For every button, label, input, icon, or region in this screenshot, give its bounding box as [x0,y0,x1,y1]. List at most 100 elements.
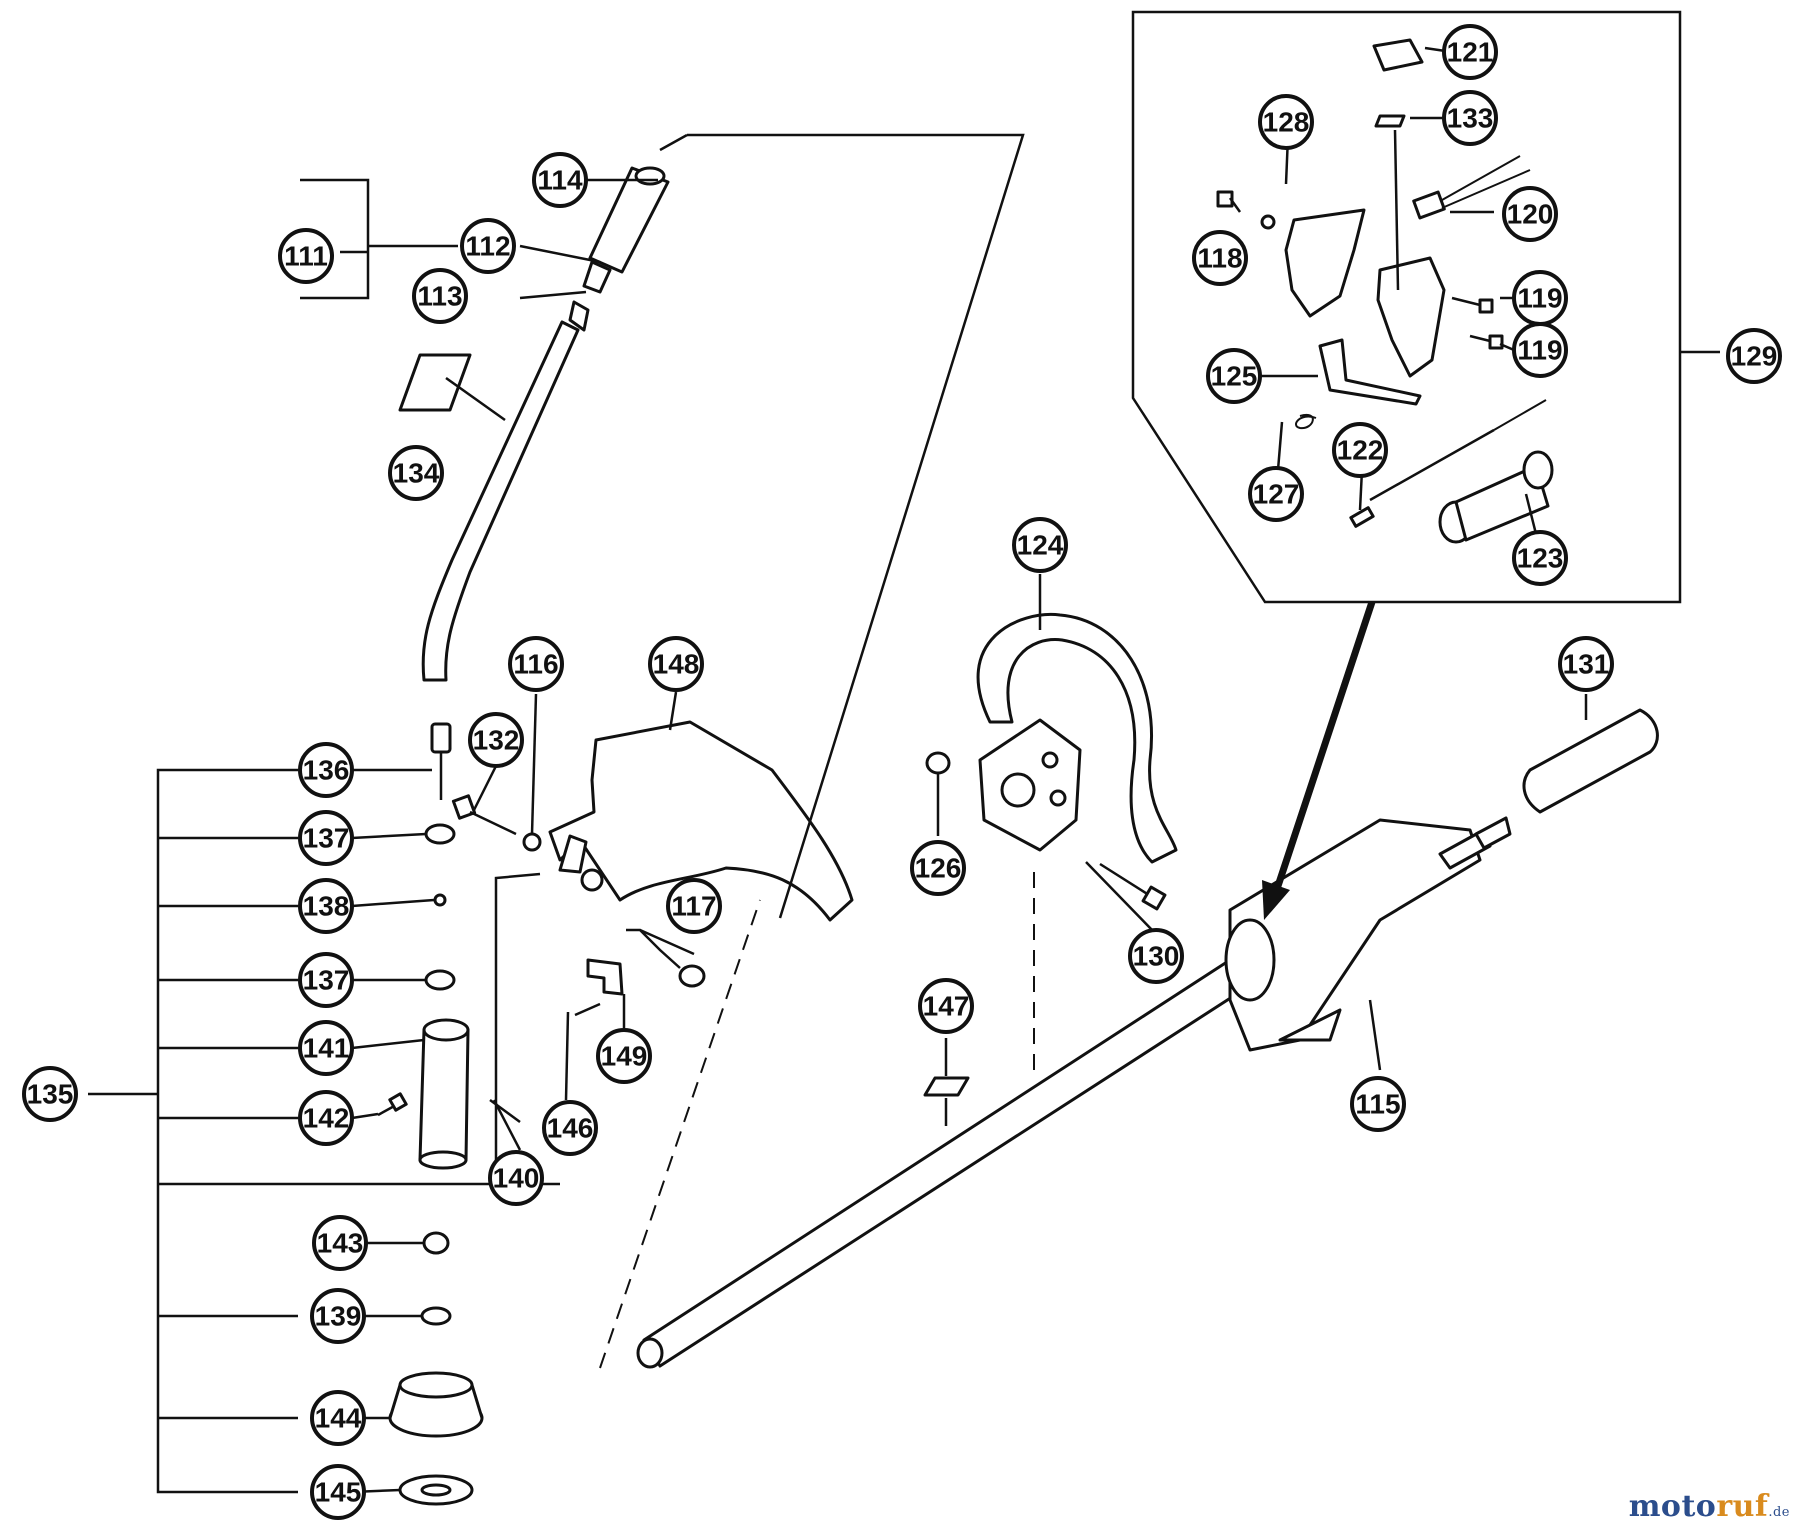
callout-130: 130 [1128,928,1184,984]
contact-plate-part [1374,114,1406,128]
callout-134: 134 [388,445,444,501]
svg-text:138: 138 [303,891,350,922]
callout-147: 147 [918,978,974,1034]
callout-140: 140 [488,1150,544,1206]
svg-text:142: 142 [303,1103,350,1134]
svg-text:145: 145 [315,1477,362,1508]
switch-cap-part [1372,38,1424,72]
callout-142: 142 [298,1090,354,1146]
callout-116: 116 [508,636,564,692]
label-sticker-part [923,1076,970,1097]
svg-text:134: 134 [393,458,440,489]
callout-123: 123 [1512,530,1568,586]
sleeve-part [1522,708,1659,814]
watermark-part-2: ruf [1716,1489,1769,1524]
screw-part [1469,334,1504,350]
svg-text:147: 147 [923,991,970,1022]
svg-text:140: 140 [493,1163,540,1194]
callout-146: 146 [542,1100,598,1156]
callout-121: 121 [1442,24,1498,80]
leader-lines [88,46,1588,1494]
svg-text:116: 116 [513,649,558,680]
housing-half-left-part [1284,208,1366,318]
callout-125: 125 [1206,348,1262,404]
svg-text:132: 132 [473,725,520,756]
svg-text:126: 126 [915,853,962,884]
callout-143: 143 [312,1215,368,1271]
switch-part [1412,155,1531,220]
callout-137: 137 [298,810,354,866]
callout-139: 139 [310,1288,366,1344]
screw-part [574,1002,601,1017]
callout-124: 124 [1012,517,1068,573]
washer-part [522,832,542,852]
cup-part [388,1371,484,1438]
svg-text:121: 121 [1447,37,1494,68]
callout-117: 117 [666,878,722,934]
bolt-part [377,1092,408,1117]
svg-text:129: 129 [1731,341,1778,372]
svg-text:135: 135 [27,1079,74,1110]
callout-137: 137 [298,952,354,1008]
svg-text:125: 125 [1211,361,1258,392]
callout-145: 145 [310,1464,366,1520]
assembly-arrow [1262,600,1376,920]
bracket-part [586,958,624,996]
svg-text:122: 122 [1337,435,1384,466]
svg-text:115: 115 [1355,1089,1400,1120]
callout-128: 128 [1258,94,1314,150]
svg-text:144: 144 [315,1403,362,1434]
callout-133: 133 [1442,90,1498,146]
callout-118: 118 [1192,230,1248,286]
washer-part [398,1474,474,1506]
spring-part [1295,413,1317,430]
cable-spool-part [1438,450,1554,544]
svg-text:133: 133 [1447,103,1494,134]
callout-114: 114 [532,152,588,208]
callout-113: 113 [412,268,468,324]
svg-text:124: 124 [1017,530,1064,561]
svg-text:137: 137 [303,965,350,996]
callout-141: 141 [298,1020,354,1076]
watermark-part-3: .de [1768,1505,1790,1520]
screw-part [1451,296,1494,314]
throttle-trigger-part [1318,338,1422,406]
callout-129: 129 [1726,328,1782,384]
svg-text:113: 113 [417,281,462,312]
svg-text:112: 112 [465,231,510,262]
callout-126: 126 [910,840,966,896]
nut-part [678,964,706,988]
svg-text:141: 141 [303,1033,350,1064]
svg-text:111: 111 [284,241,328,272]
callout-148: 148 [648,636,704,692]
nut-part [424,823,456,845]
nut-part [1260,214,1276,230]
callout-132: 132 [468,712,524,768]
svg-text:117: 117 [671,891,716,922]
ring-part [420,1306,452,1326]
svg-text:143: 143 [317,1228,364,1259]
svg-text:128: 128 [1263,107,1310,138]
callout-127: 127 [1248,466,1304,522]
svg-text:149: 149 [601,1041,648,1072]
callout-111: 111 [278,228,334,284]
bolt-part [451,794,517,836]
watermark-part-1: moto [1628,1489,1717,1524]
svg-text:119: 119 [1517,283,1562,314]
callout-144: 144 [310,1390,366,1446]
svg-text:120: 120 [1507,199,1554,230]
callout-135: 135 [22,1066,78,1122]
callout-149: 149 [596,1028,652,1084]
callout-115: 115 [1350,1076,1406,1132]
svg-text:148: 148 [653,649,700,680]
callout-120: 120 [1502,186,1558,242]
guard-part [548,720,854,922]
nut-part [925,751,951,775]
svg-text:137: 137 [303,823,350,854]
housing-half-right-part [1376,256,1446,378]
screw-part [430,722,452,800]
svg-text:146: 146 [547,1113,594,1144]
handle-loop-part [976,612,1178,864]
svg-text:139: 139 [315,1301,362,1332]
bolt-part [1099,862,1167,911]
